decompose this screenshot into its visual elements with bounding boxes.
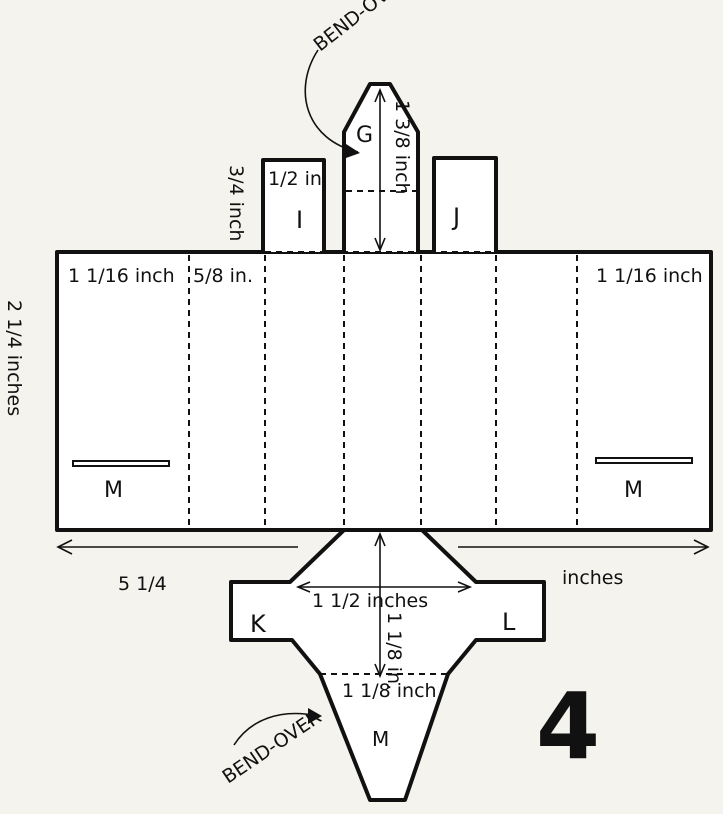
label-panel-left: 1 1/16 inch [68,265,175,287]
bottom-assembly [229,528,546,802]
part-l: L [502,608,516,636]
tab-g [342,82,420,252]
part-i: I [296,206,303,234]
part-m-left: M [104,478,123,503]
bend-over-bottom: BEND-OVER [218,706,325,788]
label-panel-right: 1 1/16 inch [596,265,703,287]
label-panel-second: 5/8 in. [193,265,253,287]
figure-number: 4 [536,673,600,780]
part-g: G [356,123,373,148]
part-k: K [250,610,267,638]
label-total-width-num: 5 1/4 [118,573,167,595]
part-m-right: M [624,478,643,503]
label-g-height: 1 3/8 inch [391,100,413,195]
label-m-top: 1 1/8 inch [342,680,437,702]
bend-over-top: BEND-OVER [310,0,413,56]
label-kl-width: 1 1/2 inches [312,590,428,612]
tab-i [261,158,326,252]
tab-j [432,156,498,252]
part-m-bottom: M [372,727,389,751]
slot [595,457,693,464]
bend-arrow-top [304,49,359,153]
part-j: J [451,203,460,231]
label-tab-height: 3/4 inch [225,165,247,241]
main-panel [55,250,713,532]
label-total-height: 2 1/4 inches [3,300,25,416]
label-kl-height: 1 1/8 in. [383,612,405,690]
bend-arrow-bottom [233,712,319,746]
label-total-width-unit: inches [562,567,623,589]
slot [72,460,170,467]
label-tab-width: 1/2 in. [268,168,328,190]
